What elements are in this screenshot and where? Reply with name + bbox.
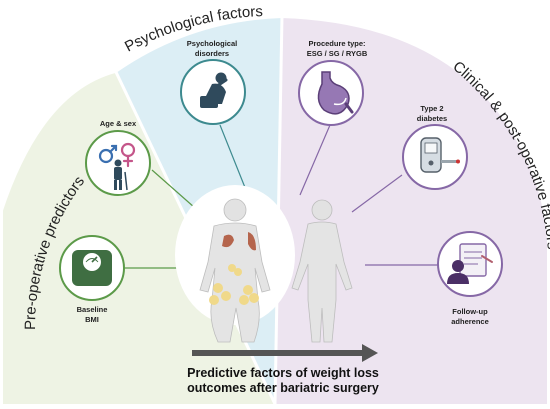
- psychological-disorders-label-2: disorders: [195, 49, 229, 58]
- psychological-disorders-node: Psychological disorders: [180, 39, 246, 125]
- type2-diabetes-node: Type 2 diabetes: [402, 104, 468, 190]
- procedure-type-label-1: Procedure type:: [308, 39, 365, 48]
- baseline-bmi-label-2: BMI: [85, 315, 99, 324]
- age-sex-node: Age & sex: [85, 119, 151, 196]
- procedure-type-label-2: ESG / SG / RYGB: [307, 49, 368, 58]
- type2-diabetes-label-2: diabetes: [417, 114, 447, 123]
- fat-deposits-icon: [209, 264, 259, 305]
- liver-icon: [222, 234, 234, 248]
- follow-up-label-1: Follow-up: [452, 307, 488, 316]
- sad-person-icon: [200, 72, 228, 108]
- follow-up-node: Follow-up adherence: [437, 231, 503, 326]
- caption-line-1: Predictive factors of weight loss: [187, 366, 379, 380]
- progression-arrow: [192, 344, 378, 362]
- type2-diabetes-label-1: Type 2: [420, 104, 443, 113]
- procedure-type-node: Procedure type: ESG / SG / RYGB: [298, 39, 368, 126]
- baseline-bmi-node: Baseline BMI: [59, 235, 125, 324]
- baseline-bmi-label-1: Baseline: [77, 305, 108, 314]
- pre-operative-sector: [0, 70, 275, 404]
- organ-icon: [248, 232, 256, 251]
- glucometer-icon: [420, 137, 460, 173]
- gender-symbols-icon: [98, 142, 136, 168]
- clipboard-consultation-icon: [447, 243, 493, 284]
- elderly-person-icon: [114, 159, 128, 191]
- age-sex-label: Age & sex: [100, 119, 137, 128]
- body-figure-before: [175, 185, 295, 343]
- body-figure-after: [291, 199, 353, 343]
- weight-scale-icon: [72, 250, 112, 286]
- follow-up-label-2: adherence: [451, 317, 489, 326]
- psychological-disorders-label-1: Psychological: [187, 39, 237, 48]
- caption-line-2: outcomes after bariatric surgery: [187, 381, 379, 395]
- stomach-icon: [317, 71, 354, 115]
